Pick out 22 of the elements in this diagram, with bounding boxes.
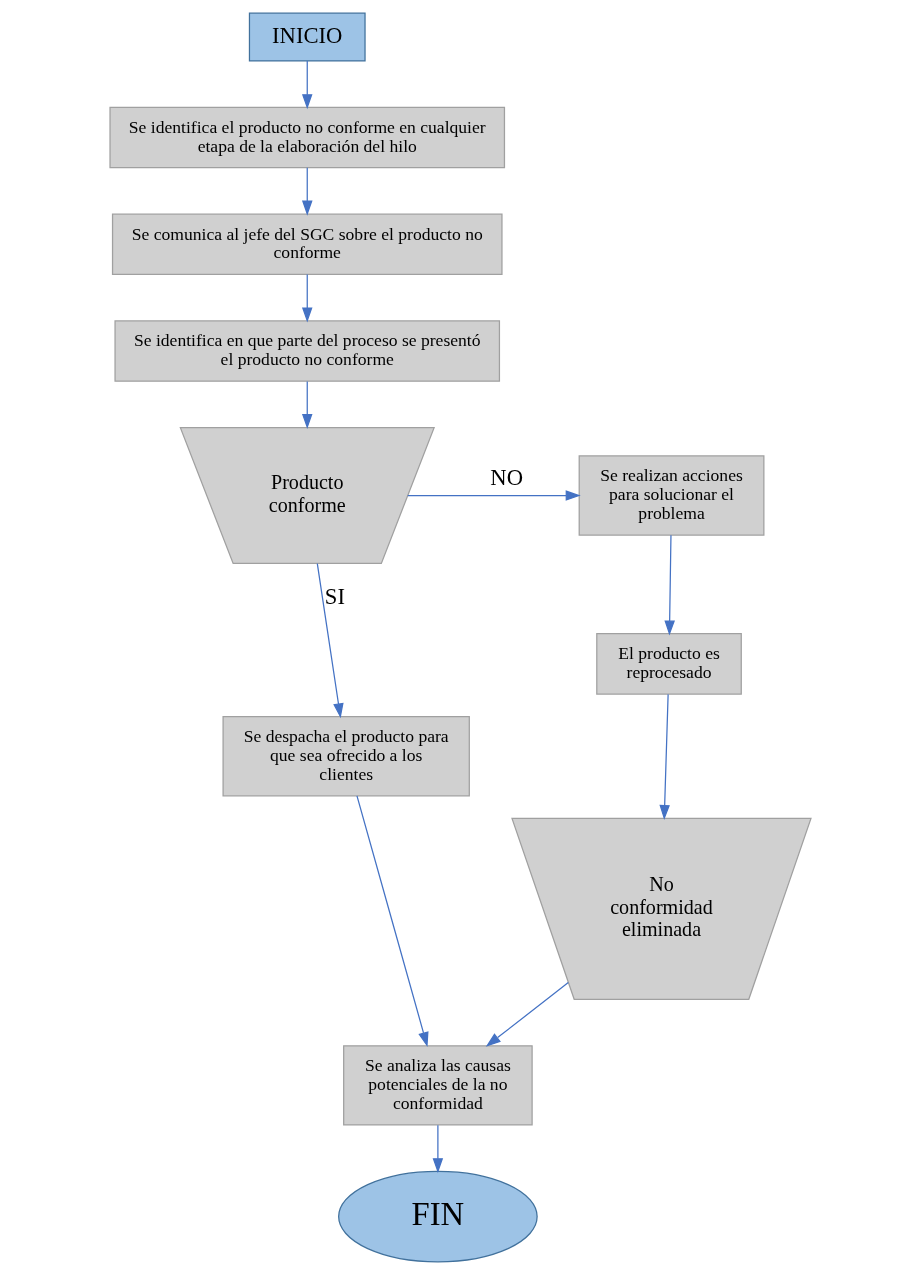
arrow <box>407 490 581 501</box>
arrow <box>301 380 313 430</box>
edge-label: NO <box>490 464 523 490</box>
node-box: Se despacha el producto para que sea ofrecido a los clientes <box>222 716 470 797</box>
arrow <box>432 1124 444 1174</box>
node-box: INICIO <box>248 12 366 62</box>
arrow <box>301 167 313 216</box>
arrow <box>664 534 675 636</box>
arrow <box>659 693 670 821</box>
arrow <box>485 982 569 1047</box>
node-box: Se realizan acciones para solucionar el problema <box>578 455 765 536</box>
node-box: El producto es reprocesado <box>596 633 742 695</box>
node-box: Se analiza las causas potenciales de la no conformidad <box>343 1045 533 1126</box>
node-ellipse: FIN <box>338 1170 538 1263</box>
arrow <box>301 60 313 110</box>
arrow <box>301 274 313 323</box>
node-box: Se identifica en que parte del proceso se presentó el producto no conforme <box>114 320 501 382</box>
arrow <box>356 795 429 1048</box>
node-box: Se identifica el producto no conforme en cualquier etapa de la elaboración del hilo <box>109 106 506 169</box>
arrow <box>316 563 344 719</box>
node-box: Se comunica al jefe del SGC sobre el producto no conforme <box>111 213 503 276</box>
edge-label: SI <box>324 584 345 610</box>
